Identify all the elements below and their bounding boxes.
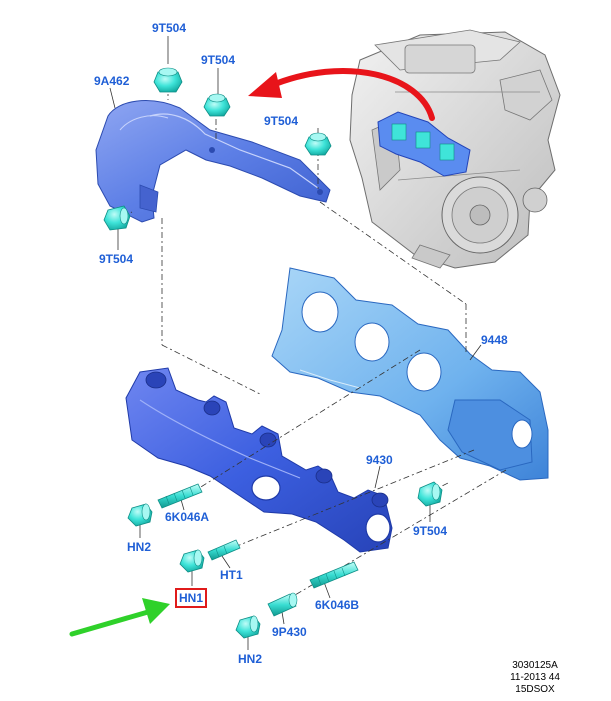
nut-9t504-top-left xyxy=(153,67,183,93)
reference-line-3: 15DSOX xyxy=(515,684,555,695)
callout-9t504-top-left: 9T504 xyxy=(152,21,187,35)
callout-9p430: 9P430 xyxy=(272,625,307,639)
callout-hn2-upper: HN2 xyxy=(127,540,152,554)
reference-block: 3030125A 11-2013 44 15DSOX xyxy=(500,660,570,696)
gasket-9448 xyxy=(271,267,549,481)
spacer-9p430 xyxy=(267,592,298,617)
callout-9t504-top-mid: 9T504 xyxy=(201,53,236,67)
nut-9t504-top-mid xyxy=(203,93,231,117)
stud-6k046a xyxy=(157,483,203,509)
transfer-arrow xyxy=(248,67,435,121)
callout-ht1: HT1 xyxy=(220,568,243,582)
callout-9430: 9430 xyxy=(366,453,393,467)
callout-6k046b: 6K046B xyxy=(315,598,360,612)
reference-line-2: 11-2013 44 xyxy=(510,672,560,683)
callout-9t504-left: 9T504 xyxy=(99,252,134,266)
callout-hn1-highlighted: HN1 xyxy=(175,588,208,608)
nut-hn1 xyxy=(179,549,205,573)
nut-hn2-upper xyxy=(127,503,153,527)
callout-9t504-top-right: 9T504 xyxy=(264,114,299,128)
callout-6k046a: 6K046A xyxy=(165,510,210,524)
callout-9448: 9448 xyxy=(481,333,508,347)
stud-6k046b xyxy=(309,561,359,589)
nut-9t504-left xyxy=(103,205,131,231)
nut-9t504-top-right xyxy=(304,132,332,156)
callout-hn2-lower: HN2 xyxy=(238,652,263,666)
pointer-arrow xyxy=(69,598,170,637)
reference-line-1: 3030125A xyxy=(512,660,558,671)
stud-ht1 xyxy=(207,539,241,561)
callout-9a462: 9A462 xyxy=(94,74,130,88)
exhaust-manifold-9430 xyxy=(125,367,393,553)
nut-9t504-right xyxy=(417,481,443,507)
nut-hn2-lower xyxy=(235,615,261,639)
engine-illustration xyxy=(349,29,561,269)
heat-shield-9a462 xyxy=(95,100,331,223)
callout-9t504-right: 9T504 xyxy=(413,524,448,538)
